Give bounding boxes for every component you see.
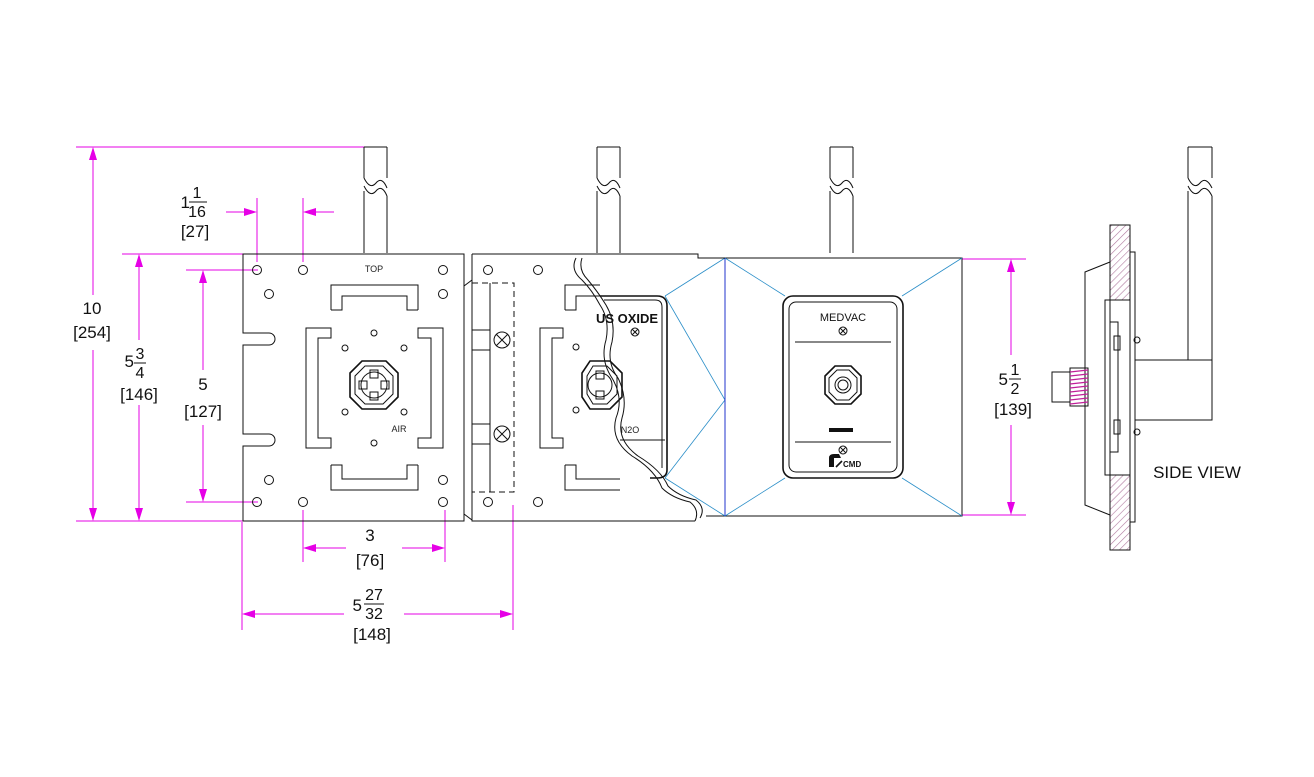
supply-pipes: [363, 146, 1213, 360]
top-offset-denominator: 16: [188, 204, 206, 221]
medvac-label: MEDVAC: [820, 312, 866, 324]
screw-icon: [838, 445, 848, 455]
box-height-whole: 5: [125, 352, 134, 371]
faceplate-height-metric: [139]: [994, 400, 1032, 419]
top-offset-numerator: 1: [193, 185, 202, 202]
inner-height-value: 5: [198, 375, 207, 394]
back-box-n2o: N2O US OXIDE: [471, 253, 725, 522]
overall-height-metric: [254]: [73, 323, 111, 342]
top-offset-whole: 1: [181, 193, 190, 212]
top-offset-metric: [27]: [181, 222, 209, 241]
faceplate-height-whole: 5: [999, 370, 1008, 389]
faceplate-height-numerator: 1: [1011, 362, 1020, 379]
box-height-denominator: 4: [136, 365, 145, 382]
brand-label: CMD: [843, 460, 861, 469]
screw-icon: [493, 331, 511, 349]
overall-height-value: 10: [83, 299, 102, 318]
screw-icon: [630, 327, 640, 337]
screw-icon: [838, 326, 848, 336]
thread-icon: [1069, 369, 1089, 405]
box-width-numerator: 27: [365, 587, 383, 604]
nitrous-oxide-label: US OXIDE: [596, 311, 658, 326]
air-valve-fitting: [349, 360, 399, 410]
hole-spacing-metric: [76]: [356, 551, 384, 570]
pipe-1: [363, 146, 388, 253]
box-width-denominator: 32: [365, 606, 383, 623]
pipe-2: [596, 146, 621, 253]
screw-icon: [493, 425, 511, 443]
medvac-valve-fitting: [824, 365, 862, 405]
box-height-numerator: 3: [136, 346, 145, 363]
hole-spacing-value: 3: [365, 526, 374, 545]
back-box-air: TOP AIR: [242, 253, 465, 522]
inner-height-metric: [127]: [184, 402, 222, 421]
dimension-lines: [76, 146, 1026, 630]
side-view: SIDE VIEW: [1051, 224, 1241, 551]
faceplate-height-denominator: 2: [1011, 381, 1020, 398]
n2o-valve-fitting: [581, 360, 623, 410]
pipe-3: [829, 146, 854, 253]
box-width-metric: [148]: [353, 625, 391, 644]
box-width-whole: 5: [353, 596, 362, 615]
air-label: AIR: [391, 424, 407, 434]
side-view-label: SIDE VIEW: [1153, 463, 1241, 482]
top-label: TOP: [365, 264, 383, 274]
dimension-labels: 10 [254] 5 3 4 [146] 5 [127] 1 1 16 [27]…: [73, 185, 1032, 644]
box-height-metric: [146]: [120, 385, 158, 404]
n2o-label: N2O: [621, 425, 640, 435]
pipe-4: [1187, 146, 1213, 360]
medvac-faceplate-assembly: MEDVAC CMD: [664, 257, 963, 517]
cmd-logo-icon: [829, 454, 843, 468]
